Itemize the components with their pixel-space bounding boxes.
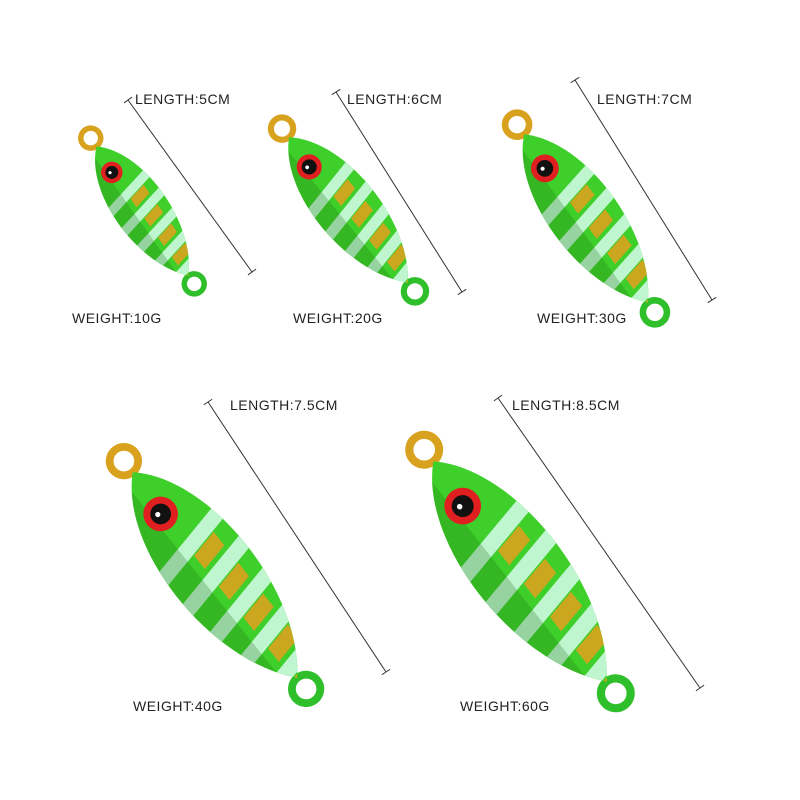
line-end-tick (203, 398, 213, 406)
length-label-2: LENGTH:6CM (347, 91, 443, 107)
length-label-5: LENGTH:8.5CM (512, 397, 620, 413)
fishing-lure (74, 125, 211, 297)
line-end-tick (381, 668, 391, 676)
length-label-3: LENGTH:7CM (597, 91, 693, 107)
weight-label-5: WEIGHT:60G (460, 698, 550, 714)
weight-label-4: WEIGHT:40G (133, 698, 223, 714)
line-end-tick (457, 288, 467, 296)
length-label-1: LENGTH:5CM (135, 91, 231, 107)
length-line (574, 79, 713, 301)
bottom-split-ring (596, 674, 635, 713)
line-end-tick (707, 296, 717, 304)
bottom-split-ring (400, 277, 430, 306)
top-split-ring (501, 109, 533, 140)
line-end-tick (570, 76, 580, 84)
length-label-4: LENGTH:7.5CM (230, 397, 338, 413)
length-line (497, 397, 701, 689)
line-end-tick (331, 88, 341, 96)
weight-label-2: WEIGHT:20G (293, 310, 383, 326)
weight-label-1: WEIGHT:10G (72, 310, 162, 326)
bottom-split-ring (181, 271, 207, 297)
length-line (335, 91, 463, 293)
bottom-split-ring (288, 670, 325, 708)
length-line (127, 99, 253, 273)
bottom-split-ring (639, 297, 671, 328)
line-end-tick (123, 96, 133, 104)
line-end-tick (695, 684, 705, 692)
top-split-ring (78, 125, 104, 151)
weight-label-3: WEIGHT:30G (537, 310, 627, 326)
line-end-tick (493, 394, 503, 402)
fishing-lure (264, 114, 433, 306)
length-line (207, 401, 387, 673)
line-end-tick (247, 268, 257, 276)
